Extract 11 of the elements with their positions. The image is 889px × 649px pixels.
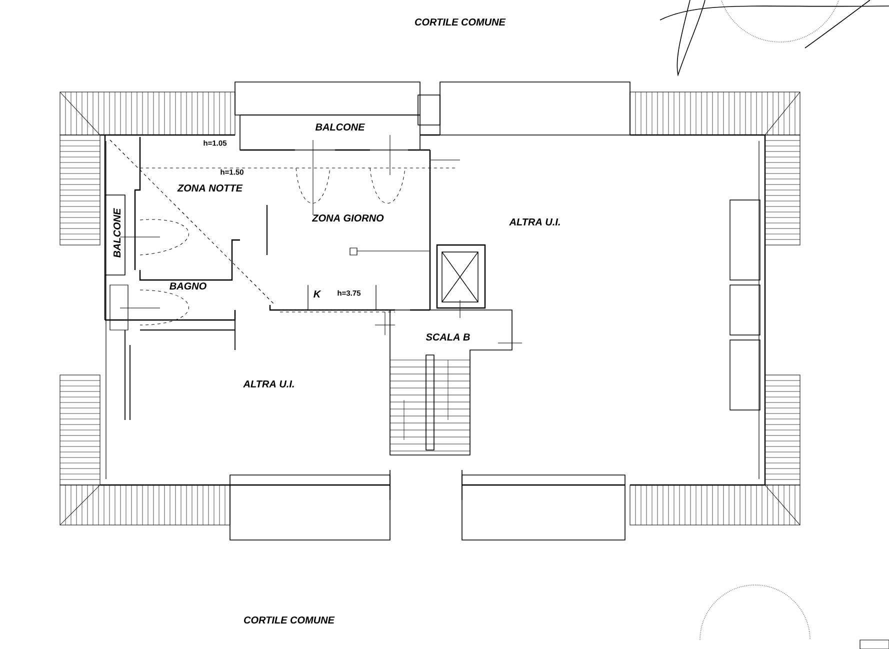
room-label: K [314,290,322,298]
room-label: ALTRA U.I. [243,380,294,388]
room-label: ZONA GIORNO [312,214,384,222]
courtyard-label: CORTILE COMUNE [415,18,506,26]
room-label: BALCONE [315,123,365,131]
room-label: SCALA B [426,333,470,341]
room-label: BAGNO [170,282,206,290]
room-label: ALTRA U.I. [509,218,560,226]
courtyard-label: CORTILE COMUNE [244,616,335,624]
room-label: BALCONE [113,208,121,258]
room-label: ZONA NOTTE [177,184,243,192]
